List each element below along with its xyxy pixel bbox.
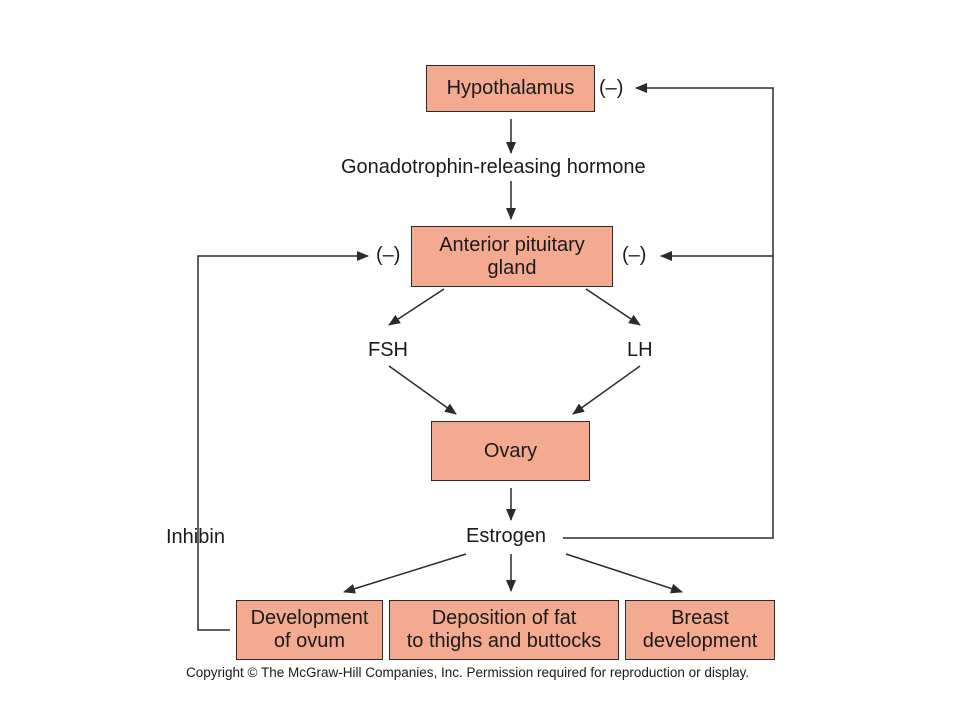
development-of-ovum-box: Development of ovum [236, 600, 383, 660]
feedback-line-estrogen-to-hypothalamus [563, 83, 774, 539]
breast-development-box: Breast development [625, 600, 775, 660]
arrow-estrogen-to-ovum [343, 553, 467, 594]
arrow-lh-to-ovary [572, 365, 641, 415]
feedback-label-hypothalamus: (–) [599, 77, 624, 99]
copyright-notice: Copyright © The McGraw-Hill Companies, I… [186, 665, 750, 680]
feedback-label-pituitary-right: (–) [622, 244, 647, 266]
inhibin-feedback-line [197, 251, 369, 631]
arrow-fsh-to-ovary [388, 365, 457, 415]
lh-label: LH [627, 339, 653, 361]
arrow-estrogen-to-breast [565, 553, 683, 594]
fsh-label: FSH [368, 339, 408, 361]
anterior-pituitary-box: Anterior pituitary gland [411, 226, 613, 287]
deposition-of-fat-box: Deposition of fat to thighs and buttocks [389, 600, 619, 660]
estrogen-label: Estrogen [466, 525, 547, 547]
arrow-pituitary-to-lh [585, 288, 641, 326]
feedback-label-pituitary-left: (–) [376, 244, 401, 266]
hypothalamus-box: Hypothalamus [426, 65, 595, 112]
ovary-box: Ovary [431, 421, 590, 481]
gnrh-label: Gonadotrophin-releasing hormone [341, 156, 646, 178]
arrow-pituitary-to-fsh [388, 288, 445, 326]
inhibin-label: Inhibin [166, 526, 225, 548]
